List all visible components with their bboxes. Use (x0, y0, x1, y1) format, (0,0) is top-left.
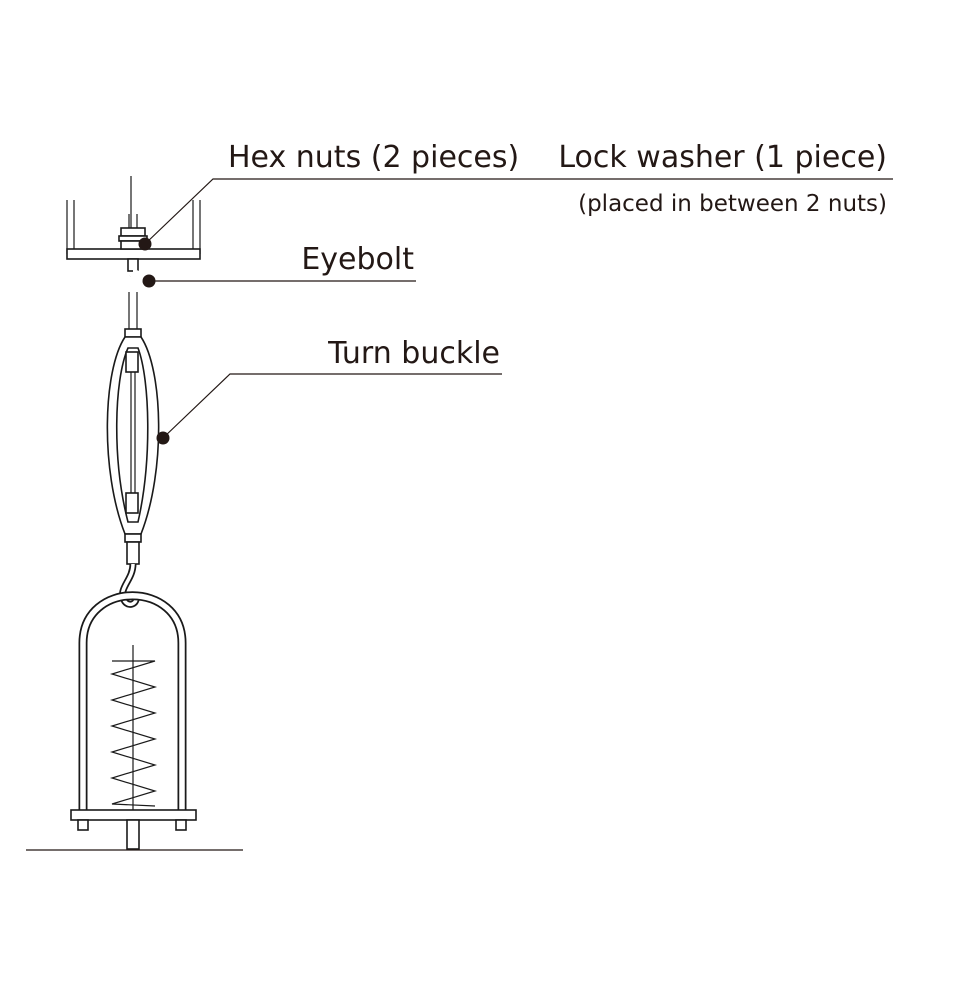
eyebolt (122, 258, 145, 330)
eyebolt-label: Eyebolt (301, 242, 414, 277)
spring-hanger (70, 591, 197, 850)
turn-buckle-dot (156, 431, 170, 445)
lock-washer-note: (placed in between 2 nuts) (578, 191, 887, 217)
hex-nuts-dot (138, 237, 152, 251)
lock-washer-label: Lock washer (1 piece) (558, 140, 887, 175)
eyebolt-dot (142, 274, 156, 288)
turn-buckle (106, 328, 160, 543)
leader-lines (144, 178, 893, 439)
turn-buckle-label: Turn buckle (327, 336, 500, 371)
threaded-rod (128, 176, 138, 232)
hex-nuts-label: Hex nuts (2 pieces) (228, 140, 519, 175)
